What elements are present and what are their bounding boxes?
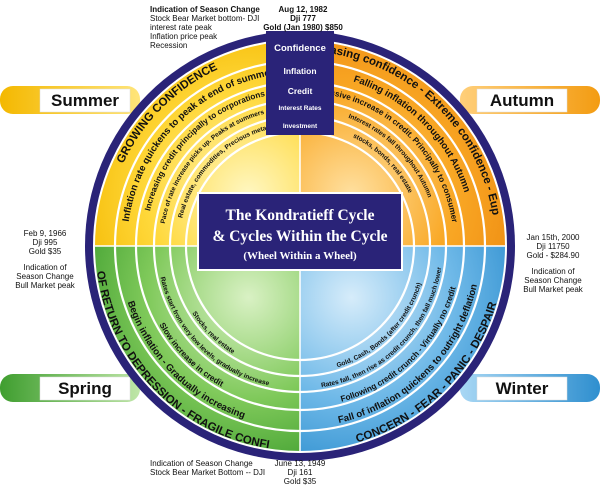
note-bottom-left-0: Indication of Season Change (150, 459, 253, 468)
spine-bar (266, 31, 334, 135)
winter-label-box (476, 376, 568, 401)
notes-top-left: Indication of Season Change Stock Bear M… (150, 5, 260, 50)
note-bottom-left-1: Stock Bear Market Bottom -- DJI (150, 468, 265, 477)
note-top-left-0: Indication of Season Change (150, 5, 260, 14)
spine: Confidence Inflation Credit Interest Rat… (266, 31, 334, 135)
spring-label-box (39, 376, 131, 401)
note-top-left-1: Stock Bear Market bottom- DJI (150, 14, 259, 23)
note-right-0: Jan 15th, 2000 (527, 233, 580, 242)
center-title-line2: & Cycles Within the Cycle (212, 228, 387, 245)
note-bottom-right-2: Gold $35 (284, 477, 317, 486)
spine-label-interest-rates: Interest Rates (279, 105, 322, 112)
note-right-2: Gold - $284.90 (527, 251, 580, 260)
note-right-6: Bull Market peak (523, 285, 584, 294)
spine-label-confidence: Confidence (274, 43, 326, 54)
notes-right: Jan 15th, 2000 Dji 11750 Gold - $284.90 … (523, 233, 584, 294)
note-right-1: Dji 11750 (536, 242, 570, 251)
spine-label-credit: Credit (288, 86, 313, 96)
notes-left: Feb 9, 1966 Dji 995 Gold $35 Indication … (15, 229, 76, 290)
notes-bottom-right: June 13, 1949 Dji 161 Gold $35 (275, 459, 326, 486)
center-box (197, 192, 403, 271)
note-bottom-right-1: Dji 161 (288, 468, 313, 477)
note-bottom-right-0: June 13, 1949 (275, 459, 326, 468)
note-top-left-4: Recession (150, 41, 187, 50)
note-right-4: Indication of (531, 267, 575, 276)
note-top-right-1: Dji 777 (290, 14, 316, 23)
summer-label-box (39, 88, 131, 113)
note-left-1: Dji 995 (33, 238, 58, 247)
notes-bottom-left: Indication of Season Change Stock Bear M… (150, 459, 265, 477)
autumn-label-box (476, 88, 568, 113)
center-title-line1: The Kondratieff Cycle (226, 207, 375, 224)
spring-label: Spring (58, 379, 112, 398)
note-top-right-2: Gold (Jan 1980) $850 (263, 23, 343, 32)
note-top-left-3: Inflation price peak (150, 32, 218, 41)
notes-top-right: Aug 12, 1982 Dji 777 Gold (Jan 1980) $85… (263, 5, 343, 32)
note-top-left-2: interest rate peak (150, 23, 213, 32)
summer-label: Summer (51, 91, 119, 110)
note-left-2: Gold $35 (29, 247, 62, 256)
autumn-label: Autumn (490, 91, 554, 110)
spine-label-investment: Investment (283, 123, 318, 130)
note-left-6: Bull Market peak (15, 281, 76, 290)
note-left-4: Indication of (23, 263, 67, 272)
note-right-5: Season Change (524, 276, 582, 285)
center-subtitle: (Wheel Within a Wheel) (243, 250, 357, 262)
winter-label: Winter (496, 379, 549, 398)
season-bars: Summer Autumn Spring Winter (0, 86, 600, 402)
note-left-5: Season Change (16, 272, 74, 281)
spine-label-inflation: Inflation (283, 66, 316, 76)
note-left-0: Feb 9, 1966 (24, 229, 67, 238)
note-top-right-0: Aug 12, 1982 (279, 5, 328, 14)
center-title-box: The Kondratieff Cycle & Cycles Within th… (197, 192, 403, 271)
